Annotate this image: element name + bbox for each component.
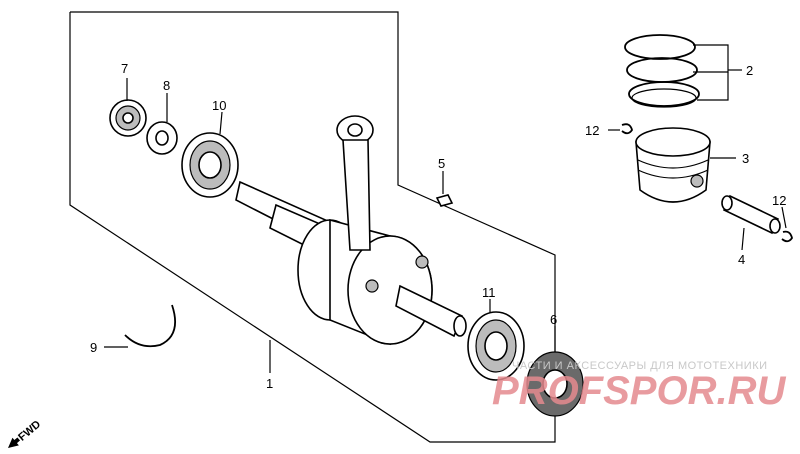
label-part-6: 6	[550, 312, 557, 327]
snap-ring	[124, 304, 176, 348]
label-part-8: 8	[163, 78, 170, 93]
pin-clips	[621, 123, 793, 243]
watermark-tagline: ЧАСТИ И АКСЕССУАРЫ ДЛЯ МОТОТЕХНИКИ	[512, 360, 768, 372]
right-bearing	[467, 311, 525, 381]
piston-pin	[721, 194, 781, 235]
fwd-arrow-icon	[8, 437, 21, 448]
label-part-4: 4	[738, 252, 745, 267]
washer	[146, 121, 178, 155]
left-bearing	[181, 132, 239, 198]
fwd-label: FWD	[16, 418, 43, 443]
primary-gear	[526, 351, 584, 417]
label-part-5: 5	[438, 156, 445, 171]
fwd-direction-marker: FWD	[8, 418, 43, 448]
piston	[635, 127, 711, 203]
piston-rings	[624, 34, 700, 108]
label-part-1: 1	[266, 376, 273, 391]
label-part-2: 2	[746, 63, 753, 78]
label-part-7: 7	[121, 61, 128, 76]
label-part-12-right: 12	[772, 193, 786, 208]
small-gear	[109, 99, 147, 137]
label-part-12-left: 12	[585, 123, 599, 138]
label-part-10: 10	[212, 98, 226, 113]
label-part-9: 9	[90, 340, 97, 355]
watermark-logo: PROFSPOR.RU	[492, 369, 786, 413]
connecting-rod	[336, 115, 374, 251]
leader-lines	[104, 44, 787, 373]
part-labels: 1 2 3 4 5 6 7 8 9 10 11 12 12	[90, 61, 786, 391]
woodruff-key	[435, 194, 454, 207]
label-part-11: 11	[482, 285, 496, 300]
label-part-3: 3	[742, 151, 749, 166]
watermark: ЧАСТИ И АКСЕССУАРЫ ДЛЯ МОТОТЕХНИКИ PROFS…	[492, 360, 786, 413]
